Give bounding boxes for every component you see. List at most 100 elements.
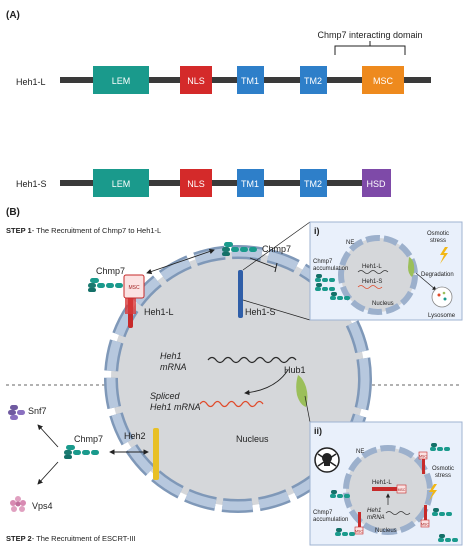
arrow-to-vps4 xyxy=(37,461,59,485)
heh2-label: Heh2 xyxy=(124,431,146,441)
lightning-icon xyxy=(440,247,448,264)
inset-ii-heh1l-label: Heh1-L xyxy=(372,480,392,486)
snf7-label: Snf7 xyxy=(28,406,47,416)
heh1l-domain-tm1 xyxy=(237,66,264,94)
chmp7-interacting-domain-title: Chmp7 interacting domain xyxy=(317,30,422,40)
heh1l-domain-lem xyxy=(93,66,149,94)
inset-i-connector-bottom xyxy=(242,299,311,321)
heh1l-isoform-name: Heh1-L xyxy=(16,77,46,87)
heh1s-label: Heh1-S xyxy=(245,307,276,317)
heh1l-nls-label: NLS xyxy=(187,76,205,86)
inset-ii-envelope xyxy=(343,445,433,535)
heh1l-lem-label: LEM xyxy=(112,76,131,86)
heh1s-isoform-name: Heh1-S xyxy=(16,179,47,189)
inset-i-nucleus xyxy=(341,238,415,312)
inset-ii-chmp7-acc1: Chmp7 xyxy=(313,510,333,516)
inhibition-bar xyxy=(274,262,278,273)
spliced-mrna-line1: Spliced xyxy=(150,391,181,401)
inset-i-ne: NE xyxy=(346,240,354,246)
heh1s-hsd-label: HSD xyxy=(366,179,386,189)
nucleus-label: Nucleus xyxy=(236,434,269,444)
heh1-mrna-squiggle xyxy=(207,356,297,364)
vps4-label: Vps4 xyxy=(32,501,53,511)
msc-domain-tag xyxy=(123,274,145,299)
snf7-icon xyxy=(8,405,25,420)
arrow-to-snf7 xyxy=(37,424,59,448)
heh1s-inhibition xyxy=(249,257,277,269)
panel-b-label: (B) xyxy=(6,207,20,218)
inset-i-spliced xyxy=(357,285,383,289)
inset-ii-heh1l-b xyxy=(424,505,427,527)
lysosome-dot2 xyxy=(443,297,447,301)
inset-i-heh1l: Heh1-L xyxy=(362,264,382,270)
inset-ii-msc-center xyxy=(396,484,407,494)
heh1s-domain-tm2 xyxy=(300,169,327,197)
heh1l-tm2-label: TM2 xyxy=(304,76,322,86)
step2-rest: - The Recruitment of ESCRT-III xyxy=(32,534,136,543)
vps4-icon xyxy=(10,496,26,512)
hub1-protein xyxy=(296,375,308,407)
step2-caption: STEP 2- The Recruitment of ESCRT-III xyxy=(6,534,136,543)
step1-bold: STEP 1 xyxy=(6,226,32,235)
inset-i-chmp7-acc1: Chmp7 xyxy=(313,259,333,265)
inset-ii-msc-a-label: MSC xyxy=(419,455,427,459)
inset-ii-msc-c-label: MSC xyxy=(355,530,363,534)
nucleoplasm xyxy=(111,252,365,506)
spliced-mrna-squiggle xyxy=(199,400,264,408)
heh1s-nls-label: NLS xyxy=(187,179,205,189)
heh1s-backbone xyxy=(60,180,391,186)
step1-caption: STEP 1- The Recruitment of Chmp7 to Heh1… xyxy=(6,226,161,235)
heh1s-domain-tm1 xyxy=(237,169,264,197)
heh2-protein xyxy=(153,428,159,480)
heh1-mrna-line2: mRNA xyxy=(160,362,187,372)
lysosome-icon xyxy=(431,286,453,308)
inset-ii-msc-b xyxy=(420,519,430,528)
inset-ii-heh1l-c xyxy=(358,512,361,534)
inset-i-nucleus-label: Nucleus xyxy=(372,301,394,307)
step2-bold: STEP 2 xyxy=(6,534,32,543)
heh1s-domain-lem xyxy=(93,169,149,197)
heh1s-tm2-label: TM2 xyxy=(304,179,322,189)
heh1-mrna-line1: Heh1 xyxy=(160,351,182,361)
heh1s-domain-hsd xyxy=(362,169,391,197)
splicing-arrow xyxy=(244,369,289,396)
inset-ii-mrna-squiggle xyxy=(385,511,411,515)
heh1s-protein xyxy=(238,270,243,318)
inset-ii-heh1l-bar xyxy=(372,487,402,491)
inset-i-heh1s: Heh1-S xyxy=(362,279,382,285)
skull-icon xyxy=(314,447,340,473)
heh1l-msc-label: MSC xyxy=(373,76,394,86)
inset-i-connector-top xyxy=(242,221,311,271)
lysosome-dot3 xyxy=(442,291,446,295)
chmp7-top-label: Chmp7 xyxy=(262,244,291,254)
msc-tag-label: MSC xyxy=(128,285,140,291)
chmp7-bound-left xyxy=(88,278,123,292)
inset-ii-osmotic2: stress xyxy=(435,473,451,479)
chmp7-bottom xyxy=(64,445,99,459)
inset-ii-label: ii) xyxy=(314,426,322,436)
heh1l-label: Heh1-L xyxy=(144,307,174,317)
chmp7-msc-arrow xyxy=(146,248,215,275)
heh1l-domain-tm2 xyxy=(300,66,327,94)
heh1l-domain-msc xyxy=(362,66,404,94)
chmp7-left-label: Chmp7 xyxy=(96,266,125,276)
inset-i-lysosome: Lysosome xyxy=(428,313,456,319)
inset-i-hub1 xyxy=(408,257,415,277)
inset-ii-chmp7-acc2: accumulation xyxy=(313,517,348,523)
inset-ii-msc-c xyxy=(354,526,364,535)
heh1s-domain-nls xyxy=(180,169,212,197)
panel-a-label: (A) xyxy=(6,10,20,21)
inset-ii-heh1l-a xyxy=(422,452,425,474)
inset-ii-msc-center-label: MSC xyxy=(398,488,406,492)
spliced-mrna-line2: Heh1 mRNA xyxy=(150,402,201,412)
heh1l-tm xyxy=(125,296,136,314)
lysosome-dot1 xyxy=(437,293,441,297)
nuclear-envelope-inner xyxy=(106,247,370,511)
step1-rest: - The Recruitment of Chmp7 to Heh1-L xyxy=(32,226,162,235)
inset-i-label: i) xyxy=(314,226,320,236)
heh1l-domain-nls xyxy=(180,66,212,94)
inset-i-chmp7-acc2: accumulation xyxy=(313,266,348,272)
inset-ii-mrna2: mRNA xyxy=(367,515,385,521)
